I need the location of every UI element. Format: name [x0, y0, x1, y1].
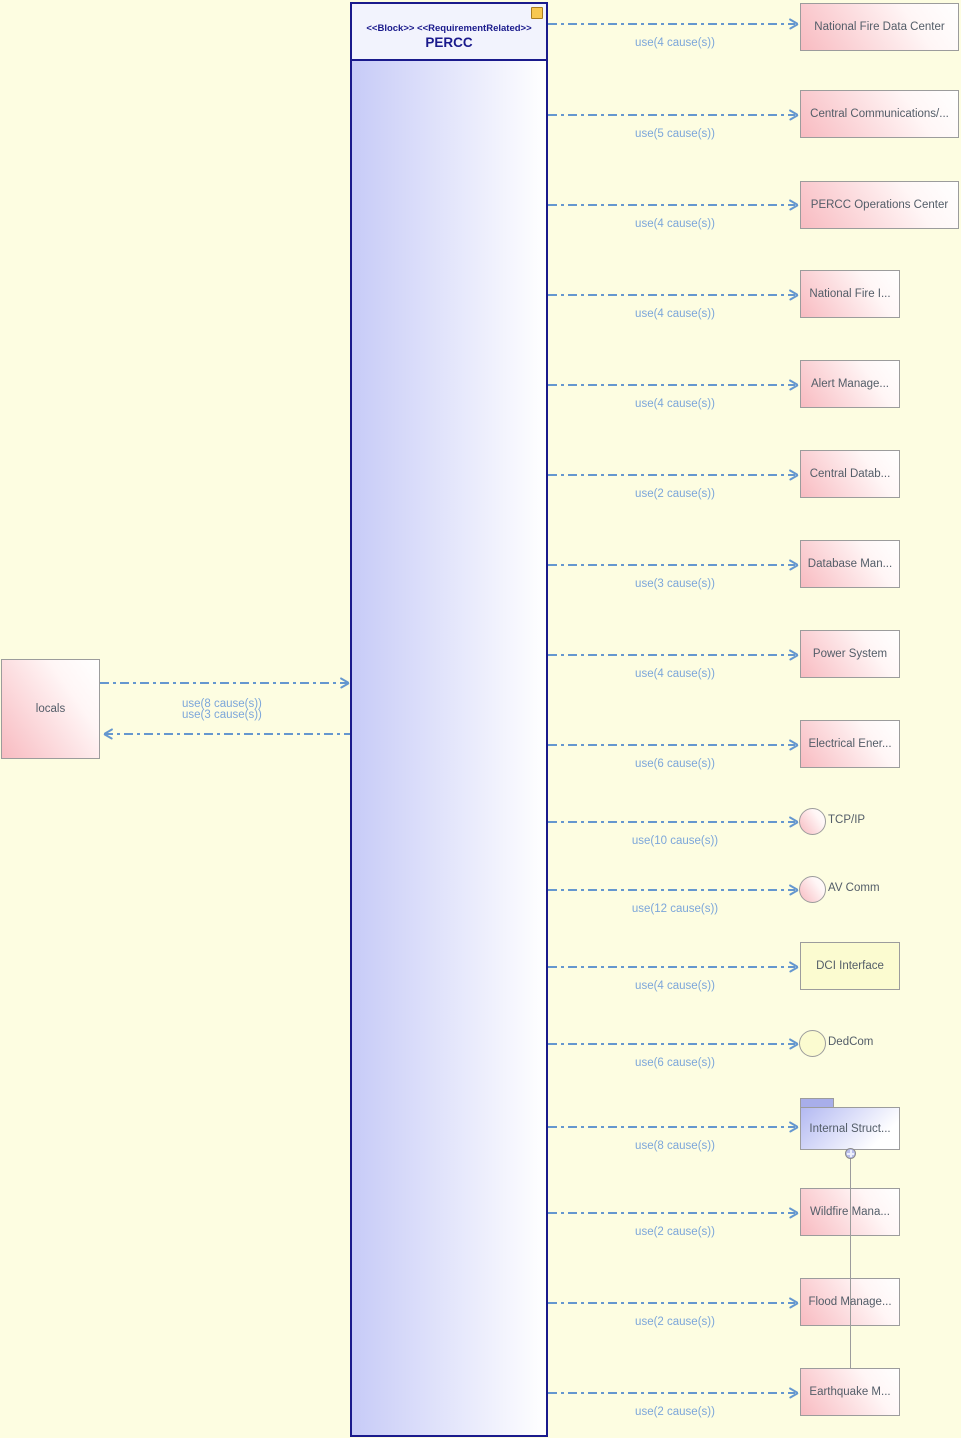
use-edge-label[interactable]: use(4 cause(s)) [635, 218, 715, 230]
use-edge-database-man[interactable] [548, 564, 795, 566]
node-label: Power System [812, 648, 888, 660]
use-edge-label[interactable]: use(4 cause(s)) [635, 398, 715, 410]
node-label: DedCom [828, 1036, 874, 1048]
percc-stereotype: <<Block>> <<RequirementRelated>> [366, 23, 532, 34]
node-label: Internal Struct... [809, 1122, 891, 1135]
arrowhead-right-icon [787, 966, 798, 968]
node-electrical-ener[interactable]: Electrical Ener... [800, 720, 900, 768]
node-tcp-ip[interactable] [799, 808, 826, 835]
arrowhead-right-icon [787, 1212, 798, 1214]
use-edge-dci-interface[interactable] [548, 966, 795, 968]
use-edge-label[interactable]: use(2 cause(s)) [635, 488, 715, 500]
node-national-fire-data-center[interactable]: National Fire Data Center [800, 3, 959, 51]
use-edge-label[interactable]: use(2 cause(s)) [635, 1406, 715, 1418]
arrowhead-right-icon [787, 294, 798, 296]
use-edge-label[interactable]: use(8 cause(s)) [635, 1140, 715, 1152]
use-edge-dedcom[interactable] [548, 1043, 795, 1045]
node-label: Database Man... [807, 558, 893, 570]
node-label: Central Datab... [809, 468, 891, 480]
node-label: Alert Manage... [811, 378, 889, 390]
containment-anchor-icon [845, 1148, 856, 1159]
arrowhead-right-icon [787, 1126, 798, 1128]
node-label: National Fire I... [809, 288, 891, 300]
arrowhead-right-icon [787, 1392, 798, 1394]
use-edge-label[interactable]: use(12 cause(s)) [631, 903, 719, 915]
use-edge-label[interactable]: use(4 cause(s)) [635, 668, 715, 680]
containment-line[interactable] [850, 1153, 851, 1368]
node-label: Central Communications/... [810, 108, 949, 120]
node-label: Wildfire Mana... [810, 1206, 890, 1218]
use-edge-label[interactable]: use(4 cause(s)) [635, 37, 715, 49]
arrowhead-right-icon [787, 23, 798, 25]
node-label: Earthquake M... [809, 1386, 891, 1398]
node-database-man[interactable]: Database Man... [800, 540, 900, 588]
use-edge-label[interactable]: use(10 cause(s)) [631, 835, 719, 847]
use-edge-label[interactable]: use(3 cause(s)) [635, 578, 715, 590]
node-label: National Fire Data Center [814, 21, 945, 33]
arrowhead-right-icon [338, 682, 349, 684]
node-central-datab[interactable]: Central Datab... [800, 450, 900, 498]
use-edge-alert-manage[interactable] [548, 384, 795, 386]
node-alert-manage[interactable]: Alert Manage... [800, 360, 900, 408]
yellow-square-badge-icon [531, 7, 543, 19]
use-edge-label[interactable]: use(2 cause(s)) [635, 1226, 715, 1238]
use-edge-label[interactable]: use(6 cause(s)) [635, 758, 715, 770]
arrowhead-right-icon [787, 1043, 798, 1045]
use-edge-power-system[interactable] [548, 654, 795, 656]
use-edge-percc-to-locals[interactable] [104, 733, 350, 735]
arrowhead-right-icon [787, 384, 798, 386]
percc-header: <<Block>> <<RequirementRelated>> PERCC [352, 4, 546, 61]
arrowhead-right-icon [787, 744, 798, 746]
node-label: TCP/IP [828, 814, 866, 826]
use-edge-label[interactable]: use(6 cause(s)) [635, 1057, 715, 1069]
use-edge-flood-manage[interactable] [548, 1302, 795, 1304]
node-power-system[interactable]: Power System [800, 630, 900, 678]
node-label: locals [35, 703, 66, 715]
arrowhead-right-icon [787, 654, 798, 656]
use-edge-earthquake-m[interactable] [548, 1392, 795, 1394]
node-earthquake-m[interactable]: Earthquake M... [800, 1368, 900, 1416]
node-label: AV Comm [828, 882, 880, 894]
node-percc-operations-center[interactable]: PERCC Operations Center [800, 181, 959, 229]
use-edge-national-fire-i[interactable] [548, 294, 795, 296]
use-edge-tcp-ip[interactable] [548, 821, 795, 823]
arrowhead-right-icon [787, 564, 798, 566]
arrowhead-right-icon [787, 821, 798, 823]
use-edge-locals-to-percc[interactable] [100, 682, 348, 684]
arrowhead-left-icon [104, 733, 115, 735]
node-national-fire-i[interactable]: National Fire I... [800, 270, 900, 318]
node-dedcom[interactable] [799, 1030, 826, 1057]
use-edge-label[interactable]: use(8 cause(s)) [182, 698, 262, 710]
node-central-communications[interactable]: Central Communications/... [800, 90, 959, 138]
use-edge-electrical-ener[interactable] [548, 744, 795, 746]
node-internal-struct[interactable]: Internal Struct... [800, 1107, 900, 1150]
use-edge-national-fire-data-center[interactable] [548, 23, 795, 25]
use-edge-wildfire-mana[interactable] [548, 1212, 795, 1214]
node-av-comm[interactable] [799, 876, 826, 903]
use-edge-label[interactable]: use(4 cause(s)) [635, 980, 715, 992]
percc-body [352, 61, 546, 1435]
arrowhead-right-icon [787, 204, 798, 206]
use-edge-central-datab[interactable] [548, 474, 795, 476]
percc-name: PERCC [425, 35, 473, 50]
arrowhead-right-icon [787, 889, 798, 891]
node-locals[interactable]: locals [1, 659, 100, 759]
node-label: Flood Manage... [808, 1296, 892, 1308]
node-label: Electrical Ener... [808, 738, 892, 750]
use-edge-label[interactable]: use(4 cause(s)) [635, 308, 715, 320]
arrowhead-right-icon [787, 474, 798, 476]
use-edge-central-communications[interactable] [548, 114, 795, 116]
node-label: DCI Interface [816, 960, 884, 972]
node-dci-interface[interactable]: DCI Interface [800, 942, 900, 990]
node-percc-block[interactable]: <<Block>> <<RequirementRelated>> PERCC [350, 2, 548, 1437]
use-edge-percc-operations-center[interactable] [548, 204, 795, 206]
use-edge-internal-struct[interactable] [548, 1126, 795, 1128]
arrowhead-right-icon [787, 1302, 798, 1304]
use-edge-av-comm[interactable] [548, 889, 795, 891]
use-edge-label[interactable]: use(3 cause(s)) [182, 709, 262, 721]
use-edge-label[interactable]: use(5 cause(s)) [635, 128, 715, 140]
use-edge-label[interactable]: use(2 cause(s)) [635, 1316, 715, 1328]
arrowhead-right-icon [787, 114, 798, 116]
node-label: PERCC Operations Center [810, 199, 949, 211]
